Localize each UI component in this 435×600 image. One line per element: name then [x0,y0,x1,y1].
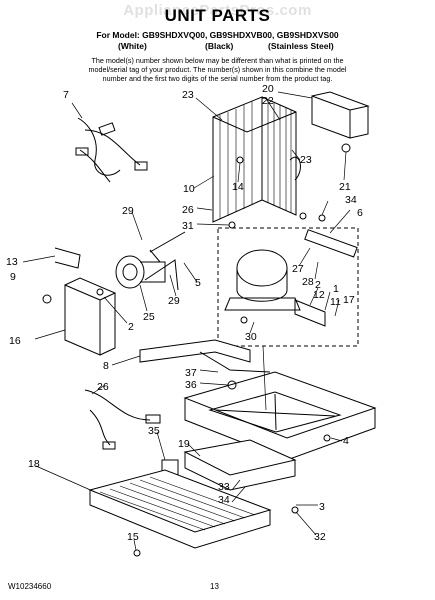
wire-harness-7 [75,117,148,183]
callout-15: 15 [127,531,139,543]
callout-3: 3 [319,501,325,513]
callout-29b: 29 [168,295,180,307]
note-line: model/serial tag of your product. The nu… [88,65,347,74]
callout-24: 25 [143,311,155,323]
callout-1: 1 [333,283,339,295]
tube-part [304,229,358,258]
screw-33 [318,214,326,222]
callout-29: 29 [122,205,134,217]
screw-9 [42,294,52,304]
callout-26: 26 [97,381,109,393]
callout-34: 33 [218,481,230,493]
model-note: The model(s) number shown below may be d… [40,56,395,83]
callout-27: 27 [292,263,304,275]
callout-4: 4 [343,435,349,447]
bracket-29b [144,259,179,291]
bracket-29 [149,231,186,253]
callout-7: 7 [63,89,69,101]
model-line: For Model: GB9SHDXVQ00, GB9SHDXVB00, GB9… [96,30,339,40]
screw-21 [341,143,351,153]
callout-21: 21 [339,181,351,193]
callout-19: 19 [178,438,190,450]
callout-20: 20 [262,83,274,95]
screw-25 [299,212,307,220]
screw-2 [96,288,104,296]
callout-36: 36 [185,379,197,391]
screw-32 [291,506,299,514]
screw-15 [133,549,141,557]
callout-2: 2 [128,321,134,333]
callout-30: 30 [245,331,257,343]
leader-lines [22,91,351,551]
callout-2b: 2 [315,279,321,291]
duct-part [139,339,271,373]
callout-34b: 34 [218,494,230,506]
callout-31: 31 [182,220,194,232]
note-line: number and the first two digits of the s… [102,74,333,83]
callout-22: 22 [262,95,274,107]
callout-23: 23 [182,89,194,101]
condenser-part [212,96,301,223]
page-title: UNIT PARTS [164,6,271,25]
relay-12 [294,299,326,327]
callout-28: 28 [302,276,314,288]
callout-33: 34 [345,194,357,206]
watermark: AppliancePartsPros.com [123,2,312,19]
callout-25: 26 [182,204,194,216]
screw-4 [323,434,331,442]
callout-9: 9 [10,271,16,283]
variant-white: (White) [118,41,147,51]
fan-motor-part [115,249,166,289]
variant-black: (Black) [205,41,234,51]
screw-31 [228,221,236,229]
callout-8: 8 [103,360,109,372]
variant-stainless: (Stainless Steel) [268,41,334,51]
callout-5: 5 [195,277,201,289]
page-number: 13 [210,582,219,591]
bracket-13 [54,247,81,269]
callout-32: 32 [314,531,326,543]
callout-10: 10 [183,183,195,195]
wire-harness-26 [84,389,161,450]
callout-17: 17 [343,294,355,306]
callout-12: 12 [313,289,325,301]
grille-part [88,469,272,549]
drain-pan-part [311,91,370,139]
callout-35: 35 [148,425,160,437]
compressor-area-dashed-box [217,227,359,347]
drain-tray-part [183,439,297,491]
callout-16: 16 [9,335,21,347]
callout-37: 37 [185,367,197,379]
note-line: The model(s) number shown below may be d… [91,56,344,65]
fan-shroud-part [64,277,117,356]
callout-11: 11 [330,296,341,308]
callout-18: 18 [28,458,40,470]
screw-30 [240,316,248,324]
document-number: W10234660 [8,582,52,591]
compressor-part [224,249,301,311]
callout-23b: 23 [300,154,312,166]
callout-14: 14 [232,181,244,193]
callout-6: 6 [357,207,363,219]
callout-13: 13 [6,256,18,268]
